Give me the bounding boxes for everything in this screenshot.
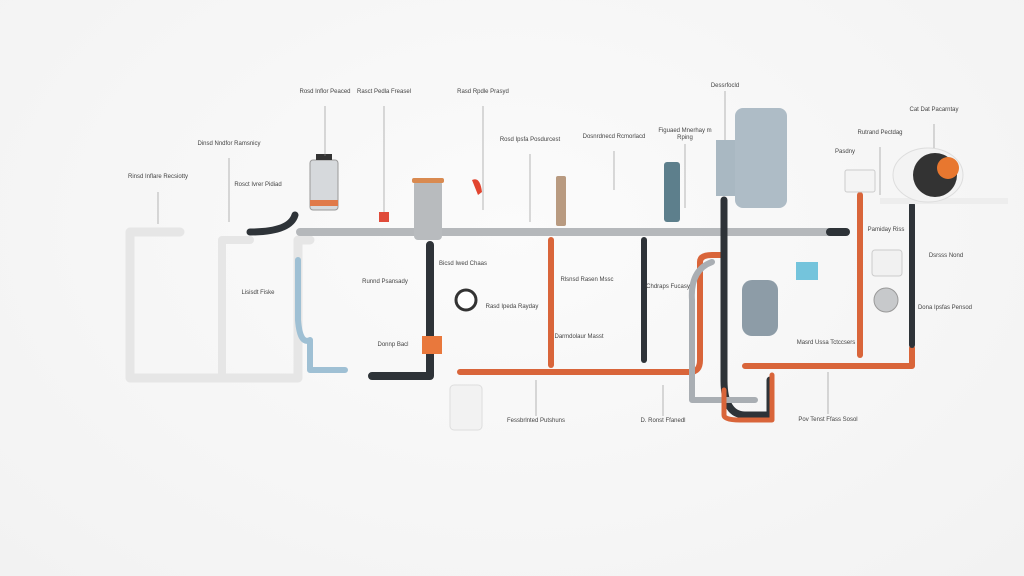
white-filter-housing [449, 384, 483, 431]
label-21: Chdraps Fucasy [646, 284, 690, 290]
red-cap [379, 212, 389, 222]
orange-valve [422, 336, 442, 354]
label-12: Cat Dat Pacarntay [909, 107, 959, 113]
label-6: Rosd Ipsfa Posdurcest [499, 137, 561, 143]
red-valve-handle [472, 179, 482, 195]
label-2: Dinsd Nndfor Ramsnicy [197, 141, 261, 147]
white-pvc-loop [125, 227, 315, 383]
white-junction-box [844, 169, 876, 193]
label-13: Rosct Ivrer Pidiad [234, 182, 282, 188]
regulator [664, 162, 680, 222]
label-26: Dona Ipsfas Pensod [917, 305, 973, 311]
label-18: Rasd Ipeda Rayday [485, 304, 539, 310]
label-8: Figuaed Mnerhay m Rping [658, 128, 712, 141]
label-16: Lisisdt Fiske [241, 290, 275, 296]
label-24: Pamiday Riss [867, 227, 905, 233]
label-19: Rlsnsd Rasen Mssc [560, 277, 614, 283]
label-28: Pov Tenst Ffass Sosol [798, 417, 858, 423]
orange-copper-line [457, 252, 727, 375]
elbow-top-left [246, 211, 299, 236]
pump-unit [742, 280, 778, 336]
label-1: Rinsd Inflare Recsiotty [127, 174, 189, 180]
brass-fitting [556, 176, 566, 226]
label-7: Dosnrdnecd Rcmorlacd [582, 134, 646, 140]
label-25: Dsrsss Nond [928, 253, 964, 259]
gray-loop [688, 259, 758, 403]
small-tank [871, 249, 903, 277]
label-3: Rosd Inflor Peaced [299, 89, 351, 95]
label-27: Masrd Ussa Tctccsers [796, 340, 856, 346]
white-pvc-branch [218, 236, 254, 382]
label-4: Rasct Pedla Freasel [356, 89, 412, 95]
blue-braided-hose [295, 257, 348, 373]
label-5: Rasd Rpdle Prasyd [457, 89, 509, 95]
drain-fitting [873, 287, 899, 313]
sediment-strainer [412, 178, 444, 240]
label-14: Runnd Psansady [362, 279, 408, 285]
orange-u-trap [721, 372, 775, 423]
pressure-gauge [454, 288, 478, 312]
label-15: Bicsd Iwed Chaas [438, 261, 488, 267]
label-11: Rutrand Pectdag [857, 130, 903, 136]
expansion-tank [716, 108, 787, 208]
label-20: Darmdolaur Masst [554, 334, 604, 340]
dark-supply-pipe [368, 241, 434, 380]
orange-right-line [742, 345, 915, 369]
leader-lines [157, 91, 935, 416]
gray-riser [720, 196, 774, 419]
label-23: D. Ronst Ffanedl [640, 418, 686, 424]
label-10: Pasdny [834, 149, 855, 155]
exhaust-vent [880, 147, 1008, 204]
label-17: Donnp Bacl [377, 342, 409, 348]
filter-canister [309, 154, 339, 211]
blue-sensor [796, 262, 818, 280]
label-22: Fessbrlnted Putshuns [506, 418, 566, 424]
label-9: Dessrfocld [710, 83, 740, 89]
